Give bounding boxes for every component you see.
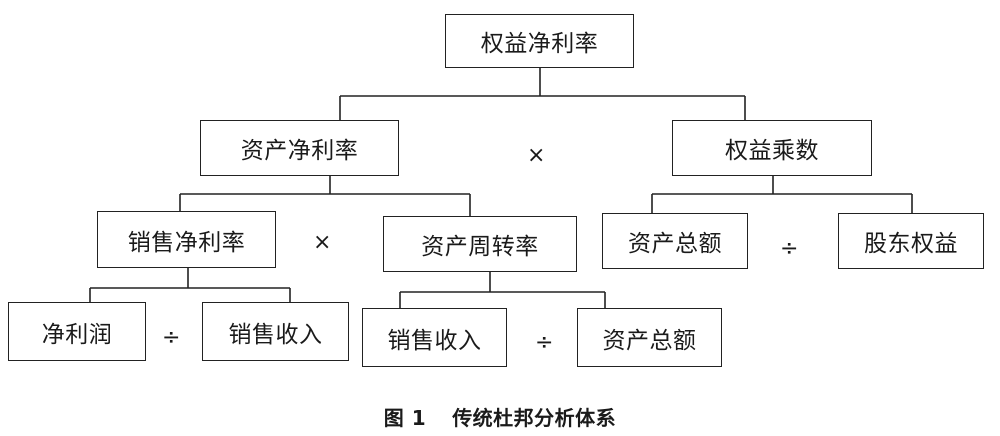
asset-turnover-label: 资产周转率 bbox=[421, 234, 539, 260]
net-profit-label: 净利润 bbox=[41, 321, 113, 348]
asset-turnover-box: 资产周转率 bbox=[383, 216, 577, 272]
divide-operator-1: ÷ bbox=[780, 236, 799, 261]
sales-revenue-box-left: 销售收入 bbox=[202, 302, 349, 361]
sales-net-profit-rate-box: 销售净利率 bbox=[97, 211, 276, 268]
sales-net-profit-rate-label: 销售净利率 bbox=[127, 229, 246, 256]
total-assets-label-lower: 资产总额 bbox=[602, 327, 697, 354]
sales-revenue-box-right: 销售收入 bbox=[362, 308, 507, 367]
shareholder-equity-box: 股东权益 bbox=[838, 213, 984, 269]
divide-operator-2: ÷ bbox=[162, 325, 181, 350]
sales-revenue-label-right: 销售收入 bbox=[387, 327, 482, 354]
shareholder-equity-label: 股东权益 bbox=[864, 231, 958, 257]
asset-net-profit-rate-box: 资产净利率 bbox=[200, 120, 399, 176]
figure-number: 图 1 bbox=[383, 406, 427, 430]
divide-operator-3: ÷ bbox=[535, 330, 554, 355]
total-assets-label-upper: 资产总额 bbox=[628, 231, 722, 257]
multiply-operator-2: × bbox=[313, 230, 332, 255]
equity-multiplier-box: 权益乘数 bbox=[672, 120, 872, 176]
total-assets-box-lower: 资产总额 bbox=[577, 308, 722, 367]
equity-multiplier-label: 权益乘数 bbox=[725, 138, 819, 164]
multiply-operator-1: × bbox=[527, 143, 546, 168]
figure-title: 传统杜邦分析体系 bbox=[452, 406, 617, 430]
net-profit-box: 净利润 bbox=[8, 302, 146, 361]
figure-caption: 图 1 传统杜邦分析体系 bbox=[0, 402, 1000, 431]
root-box: 权益净利率 bbox=[445, 14, 634, 68]
sales-revenue-label-left: 销售收入 bbox=[228, 321, 323, 348]
total-assets-box-upper: 资产总额 bbox=[602, 213, 748, 269]
root-label: 权益净利率 bbox=[480, 31, 599, 57]
asset-net-profit-rate-label: 资产净利率 bbox=[240, 138, 359, 164]
